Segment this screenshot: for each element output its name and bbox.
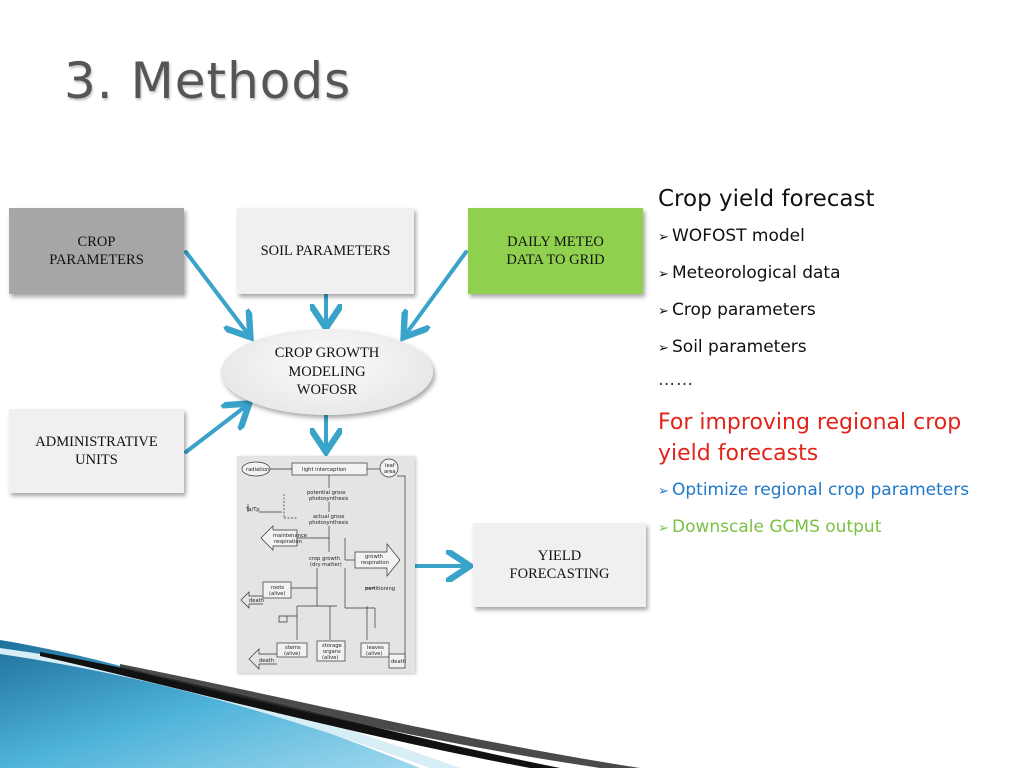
yield-forecasting-line1: YIELD [537, 547, 582, 564]
text-panel: Crop yield forecast ➢WOFOST model ➢Meteo… [658, 186, 1018, 554]
fc-actual-1: actual gross [313, 514, 345, 520]
crop-growth-flowchart: radiation light interception leaf area T… [237, 456, 415, 673]
daily-meteo-box: DAILY METEO DATA TO GRID [468, 208, 643, 294]
bullet-meteo: ➢Meteorological data [658, 263, 1018, 283]
bullet-soil: ➢Soil parameters [658, 337, 1018, 357]
fc-leaves-2: (alive) [366, 651, 382, 657]
bullet-wofost: ➢WOFOST model [658, 226, 1018, 246]
panel-heading: Crop yield forecast [658, 186, 875, 212]
bullet-text: WOFOST model [672, 226, 805, 246]
daily-meteo-line1: DAILY METEO [507, 233, 604, 250]
bullet-arrow-icon: ➢ [658, 304, 669, 319]
bullet-text: Optimize regional crop parameters [672, 479, 970, 500]
fc-ta-tp: Ta/Tp [245, 507, 260, 513]
fc-crop-growth-2: (dry matter) [310, 562, 342, 568]
bullet-text: Soil parameters [672, 337, 807, 357]
fc-leaf-area-1: leaf [385, 463, 395, 469]
fc-growth-resp-1: growth [365, 554, 383, 560]
fc-stems-1: stems [285, 645, 301, 651]
improving-heading: For improving regional crop yield foreca… [658, 410, 962, 466]
fc-storage-1: storage [322, 643, 342, 649]
slide-title: 3. Methods [64, 52, 352, 110]
ellipsis: …… [658, 370, 694, 390]
fc-death-stems: death [259, 658, 274, 664]
bullet-arrow-icon: ➢ [658, 483, 669, 499]
fc-maintenance-1: maintenance [273, 533, 307, 539]
bullet-arrow-icon: ➢ [658, 341, 669, 356]
fc-storage-2: organs [323, 649, 341, 655]
crop-parameters-line1: CROP [77, 233, 116, 250]
yield-forecasting-line2: FORECASTING [509, 566, 610, 582]
fc-storage-3: (alive) [322, 655, 338, 661]
administrative-units-box: ADMINISTRATIVE UNITS [9, 409, 184, 493]
fc-roots-1: roots [271, 585, 284, 591]
fc-actual-2: photosynthesis [309, 520, 349, 526]
soil-parameters-label: SOIL PARAMETERS [260, 242, 391, 259]
bullet-text: Meteorological data [672, 263, 841, 283]
daily-meteo-line2: DATA TO GRID [506, 252, 605, 268]
fc-stems-2: (alive) [284, 651, 300, 657]
fc-light-interception: light interception [302, 467, 346, 473]
bullet-optimize: ➢Optimize regional crop parameters [658, 480, 1018, 500]
fc-leaf-area-2: area [384, 469, 396, 475]
fc-potential-1: potential gross [307, 490, 346, 496]
bullet-text: Crop parameters [672, 300, 816, 320]
fc-maintenance-2: respiration [274, 539, 302, 545]
crop-growth-modeling-ellipse: CROP GROWTH MODELING WOFOSR [221, 329, 433, 415]
bullet-arrow-icon: ➢ [658, 520, 669, 536]
fc-death-roots: death [249, 598, 264, 604]
crop-growth-line3: WOFOSR [296, 382, 358, 399]
bullet-text: Downscale GCMS output [672, 516, 882, 537]
fc-death-leaves: death [391, 659, 406, 665]
fc-radiation: radiation [246, 467, 269, 473]
crop-growth-line1: CROP GROWTH [274, 344, 380, 361]
fc-growth-resp-2: respiration [361, 560, 389, 566]
fc-leaves-1: leaves [367, 645, 384, 651]
crop-parameters-box: CROP PARAMETERS [9, 208, 184, 294]
fc-crop-growth-1: crop growth [309, 556, 340, 562]
fc-potential-2: photosynthesis [309, 496, 349, 502]
bullet-arrow-icon: ➢ [658, 230, 669, 245]
arrow-crop-to-model [184, 250, 248, 334]
fc-roots-2: (alive) [269, 591, 285, 597]
bullet-arrow-icon: ➢ [658, 267, 669, 282]
soil-parameters-box: SOIL PARAMETERS [237, 208, 414, 294]
bullet-downscale: ➢Downscale GCMS output [658, 517, 1018, 537]
crop-parameters-line2: PARAMETERS [49, 252, 144, 268]
fc-partitioning: partitioning [365, 586, 395, 592]
arrow-admin-to-model [184, 406, 246, 454]
bullet-crop: ➢Crop parameters [658, 300, 1018, 320]
arrow-meteo-to-model [406, 250, 468, 334]
administrative-units-line2: UNITS [75, 452, 118, 468]
crop-growth-line2: MODELING [288, 363, 366, 380]
yield-forecasting-box: YIELD FORECASTING [473, 523, 646, 607]
administrative-units-line1: ADMINISTRATIVE [35, 433, 158, 450]
corner-decoration [0, 640, 640, 768]
